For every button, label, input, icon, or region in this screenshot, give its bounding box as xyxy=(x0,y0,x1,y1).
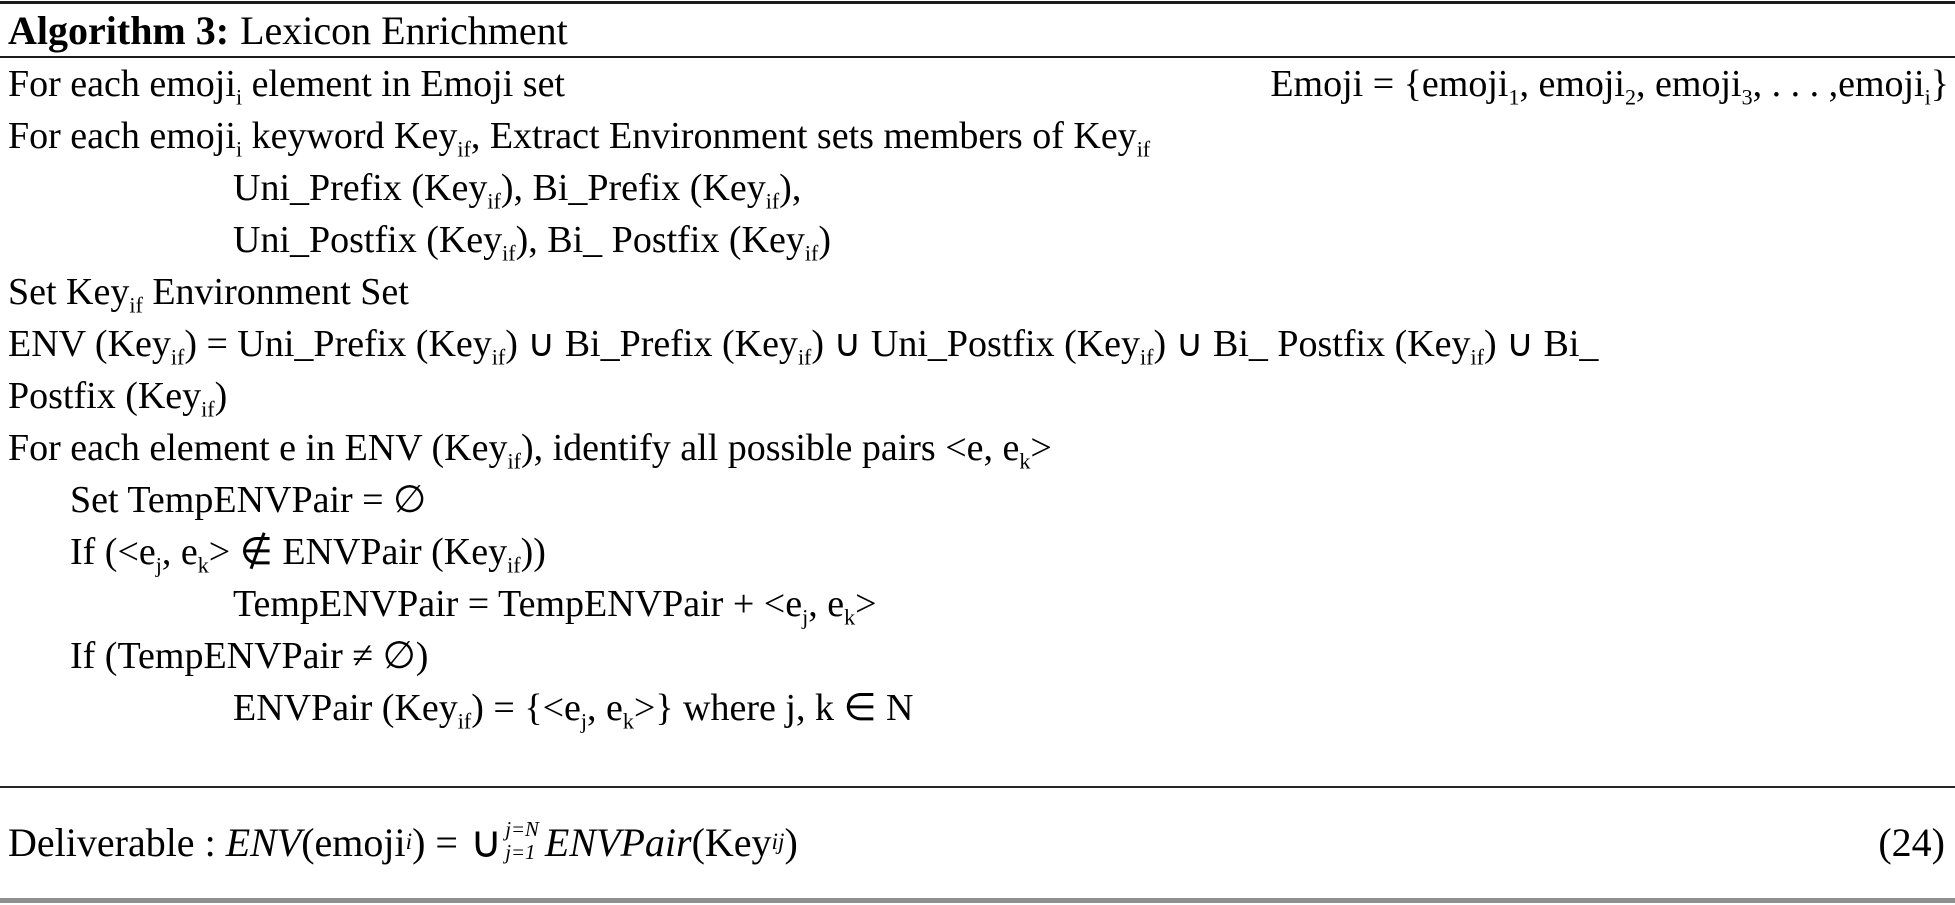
subscript: k xyxy=(197,552,209,578)
subscript: if xyxy=(1140,344,1154,370)
subscript: if xyxy=(502,240,516,266)
subscript: if xyxy=(491,344,506,370)
bottom-rule xyxy=(0,898,1955,903)
algorithm-title: Lexicon Enrichment xyxy=(240,7,568,53)
top-rule xyxy=(0,1,1955,4)
algorithm-line: If (<ej, ek> ∉ ENVPair (Keyif)) xyxy=(70,531,546,578)
subscript: if xyxy=(804,240,819,266)
subscript: if xyxy=(507,552,521,578)
subscript: i xyxy=(1924,84,1931,110)
subscript: if xyxy=(797,344,812,370)
algorithm-line: ENV (Keyif) = Uni_Prefix (Keyif) ∪ Bi_Pr… xyxy=(8,323,1599,370)
algorithm-line: Set TempENVPair = ∅ xyxy=(70,479,427,521)
subscript: k xyxy=(1019,448,1031,474)
subscript: if xyxy=(129,292,143,318)
subscript: if xyxy=(507,448,521,474)
subscript: j xyxy=(155,552,162,578)
algorithm-line: Set Keyif Environment Set xyxy=(8,271,409,318)
algorithm-line: ENVPair (Keyif) = {<ej, ek>} where j, k … xyxy=(233,687,914,734)
algorithm-number-label: Algorithm 3: xyxy=(8,7,230,53)
subscript: 1 xyxy=(1508,84,1520,110)
header-rule xyxy=(0,56,1955,58)
pre-deliverable-rule xyxy=(0,786,1955,788)
algorithm-line: TempENVPair = TempENVPair + <ej, ek> xyxy=(233,583,877,630)
equation-number: (24) xyxy=(1878,819,1945,865)
subscript: if xyxy=(1470,344,1484,370)
algorithm-line: For each emojii keyword Keyif, Extract E… xyxy=(8,115,1151,162)
algorithm-line: Uni_Prefix (Keyif), Bi_Prefix (Keyif), xyxy=(233,167,802,214)
subscript: j xyxy=(802,604,809,630)
subscript: if xyxy=(170,344,185,370)
subscript: if xyxy=(1136,136,1151,162)
algorithm-line: Postfix (Keyif) xyxy=(8,375,228,422)
subscript: if xyxy=(765,188,780,214)
algorithm-line: For each element e in ENV (Keyif), ident… xyxy=(8,427,1052,474)
line-left: For each emojii element in Emoji set xyxy=(8,63,565,110)
subscript: if xyxy=(457,136,471,162)
subscript: if xyxy=(457,708,472,734)
algorithm-header: Algorithm 3: Lexicon Enrichment xyxy=(8,5,568,55)
subscript: j xyxy=(580,708,587,734)
algorithm-line: If (TempENVPair ≠ ∅) xyxy=(70,635,429,677)
subscript: 2 xyxy=(1625,84,1637,110)
line-right: Emoji = {emoji1, emoji2, emoji3, . . . ,… xyxy=(1270,63,1949,110)
subscript: i xyxy=(235,136,243,162)
subscript: k xyxy=(622,708,634,734)
subscript: i xyxy=(235,84,243,110)
subscript: if xyxy=(201,396,215,422)
subscript: if xyxy=(487,188,501,214)
subscript: 3 xyxy=(1741,84,1753,110)
algorithm-line: Uni_Postfix (Keyif), Bi_ Postfix (Keyif) xyxy=(233,219,831,266)
subscript: k xyxy=(844,604,856,630)
